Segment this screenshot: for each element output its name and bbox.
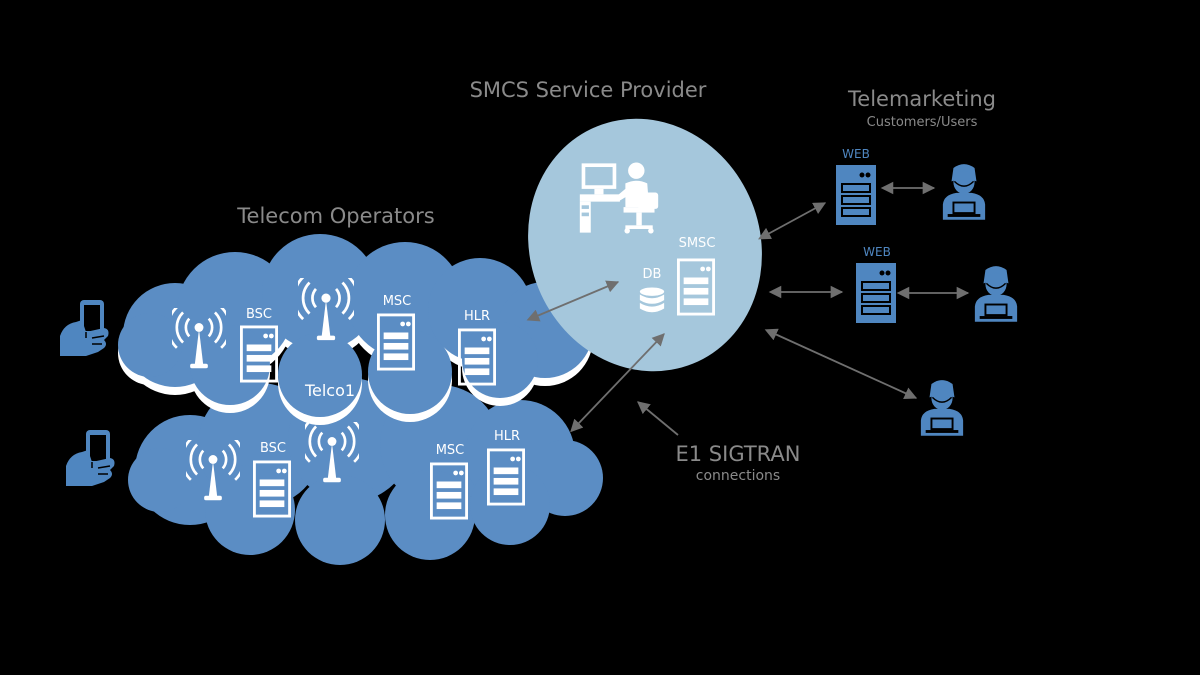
e1-connections-subheading: connections	[696, 468, 780, 484]
e1-sigtran-heading: E1 SIGTRAN	[676, 442, 801, 466]
web-label-1: WEB	[842, 147, 870, 161]
arrow-telco2-smcs	[570, 333, 665, 433]
smsc-label: SMSC	[679, 236, 716, 251]
arrow-telco1-smcs	[526, 280, 620, 322]
web-server-icon	[856, 263, 896, 323]
user-laptop-icon	[942, 163, 986, 220]
telco1-hlr-label: HLR	[464, 309, 490, 324]
user-laptop-icon	[974, 265, 1018, 322]
database-icon	[639, 287, 665, 313]
telco1-cloud	[118, 234, 593, 425]
telco1-msc-label: MSC	[383, 294, 412, 309]
web-server-icon	[836, 165, 876, 225]
telco2-hlr-label: HLR	[494, 429, 520, 444]
mobile-phone-icon	[59, 299, 110, 357]
user-laptop-icon	[920, 379, 964, 436]
web-label-2: WEB	[863, 245, 891, 259]
connection-arrows	[526, 181, 970, 436]
telco2-msc-label: MSC	[436, 443, 465, 458]
arrow-e1-pointer	[637, 401, 679, 436]
smcs-provider-heading: SMCS Service Provider	[470, 78, 707, 102]
telecom-operators-heading: Telecom Operators	[236, 204, 434, 228]
telemarketing-subheading: Customers/Users	[867, 115, 978, 130]
telco2-cloud	[128, 378, 603, 565]
telco1-label: Telco1	[304, 381, 355, 400]
arrow-smcs-user3	[764, 328, 918, 400]
telco1-bsc-label: BSC	[246, 307, 272, 322]
telemarketing-heading: Telemarketing	[847, 87, 996, 111]
telco2-bsc-label: BSC	[260, 441, 286, 456]
mobile-phone-icon	[65, 429, 116, 487]
db-label: DB	[643, 267, 662, 282]
arrow-smcs-web1	[758, 202, 827, 240]
